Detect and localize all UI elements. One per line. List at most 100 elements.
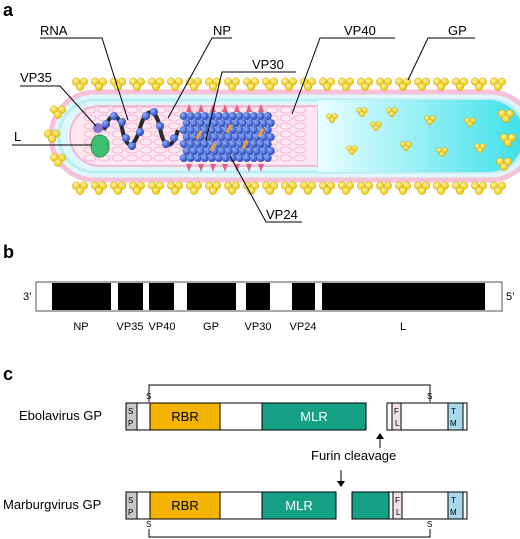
np-subunit [235, 126, 244, 134]
gp-spike [433, 181, 449, 195]
gp-spike-lobe [303, 186, 313, 195]
vp40-texture-cell [167, 146, 181, 154]
vp40-texture-cell [279, 122, 293, 130]
gp-spike-interior [436, 147, 448, 157]
marburg-mlr2 [351, 491, 390, 520]
vp24-protein [234, 104, 240, 112]
ebola-tm-t: T [451, 407, 456, 416]
np-subunit [200, 154, 209, 162]
ebola-mlr [261, 402, 367, 431]
np-subunit [200, 140, 209, 148]
vp24-protein [198, 104, 204, 112]
gp-spike-lobe [417, 186, 427, 195]
callout-vp24-line [229, 155, 302, 223]
gp-spike-lobe [360, 186, 370, 195]
callout-vp35: VP35 [20, 70, 52, 85]
gp-spike [72, 77, 88, 91]
gene-l [322, 283, 485, 310]
vp40-texture-cell [293, 130, 307, 138]
np-subunit [235, 154, 244, 162]
gp-spike-lobe [467, 120, 473, 127]
ebola-tm-m: M [450, 419, 457, 428]
gene-gp [187, 283, 236, 310]
gp-spike-lobe [53, 110, 63, 119]
gp-spike-lobe [341, 82, 351, 91]
gp-spike-lobe [417, 82, 427, 91]
np-subunit [170, 134, 178, 142]
gp-spike-lobe [303, 82, 313, 91]
np-subunit [186, 140, 195, 148]
vp40-texture-cell [83, 130, 97, 138]
marburg-mlr [261, 491, 337, 520]
np-subunit [238, 147, 247, 155]
gp-spike [376, 181, 392, 195]
gp-spike-lobe [359, 110, 365, 117]
gp-spike-lobe [389, 110, 395, 117]
virion-interior [318, 100, 520, 172]
np-subunit [256, 154, 265, 162]
gp-spike [129, 181, 145, 195]
vp40-texture-cell [279, 106, 293, 114]
vp40-texture-cell [279, 138, 293, 146]
np-subunit [221, 112, 230, 120]
np-subunit [136, 128, 144, 136]
panel-c-label: c [3, 364, 13, 384]
ebola-sp-p: P [128, 419, 133, 428]
np-subunit [179, 126, 188, 134]
gene-label-vp35: VP35 [117, 321, 144, 333]
np-subunit [231, 119, 240, 127]
gp-spike [500, 133, 516, 147]
genome-end-5: 5’ [506, 291, 515, 303]
np-subunit [263, 126, 272, 134]
ebola-mlr-label: MLR [300, 409, 327, 424]
gp-spike [224, 181, 240, 195]
callout-vp40: VP40 [344, 23, 376, 38]
callout-rna-line [40, 37, 129, 121]
gp-spike [338, 181, 354, 195]
callout-gp: GP [448, 23, 467, 38]
callout-vp24: VP24 [266, 207, 298, 222]
vp40-texture-cell [153, 154, 167, 162]
np-subunit [252, 147, 261, 155]
np-subunit [182, 147, 191, 155]
gp-spike [129, 77, 145, 91]
gp-spike-lobe [439, 150, 445, 157]
np-subunit [249, 126, 258, 134]
np-subunit [228, 154, 237, 162]
gp-spike [167, 181, 183, 195]
vp40-texture-cell [153, 146, 167, 154]
vp40-texture-cell [279, 114, 293, 122]
gp-spike-interior [474, 143, 486, 153]
envelope-inner-line [57, 98, 520, 174]
marburg-rbr-label: RBR [171, 498, 198, 513]
np-subunit [207, 154, 216, 162]
np-subunit [162, 140, 170, 148]
gp-spike-lobe [436, 186, 446, 195]
gp-spike-lobe [151, 186, 161, 195]
np-subunit [203, 147, 212, 155]
np-subunit [110, 112, 118, 120]
gene-vp24 [292, 283, 315, 310]
ebola-sp-s: S [128, 407, 133, 416]
np-subunit [266, 119, 275, 127]
gp-spike-lobe [284, 82, 294, 91]
gp-spike [50, 153, 66, 167]
gp-spike [395, 181, 411, 195]
vp40-texture-cell [111, 106, 125, 114]
gp-spike-lobe [455, 82, 465, 91]
gp-spike-lobe [132, 82, 142, 91]
gp-spike-lobe [75, 186, 85, 195]
gp-spike [496, 157, 512, 171]
gp-spike [498, 109, 514, 123]
gene-label-vp30: VP30 [245, 321, 272, 333]
gp-spike-lobe [170, 82, 180, 91]
vp40-texture-cell [83, 114, 97, 122]
gp-spike [281, 181, 297, 195]
gp-spike [471, 181, 487, 195]
gp-spike-interior [370, 121, 382, 131]
vp40-texture-cell [139, 138, 153, 146]
gene-label-l: L [400, 321, 406, 333]
gp-spike-interior [386, 107, 398, 117]
gp-spike [243, 77, 259, 91]
